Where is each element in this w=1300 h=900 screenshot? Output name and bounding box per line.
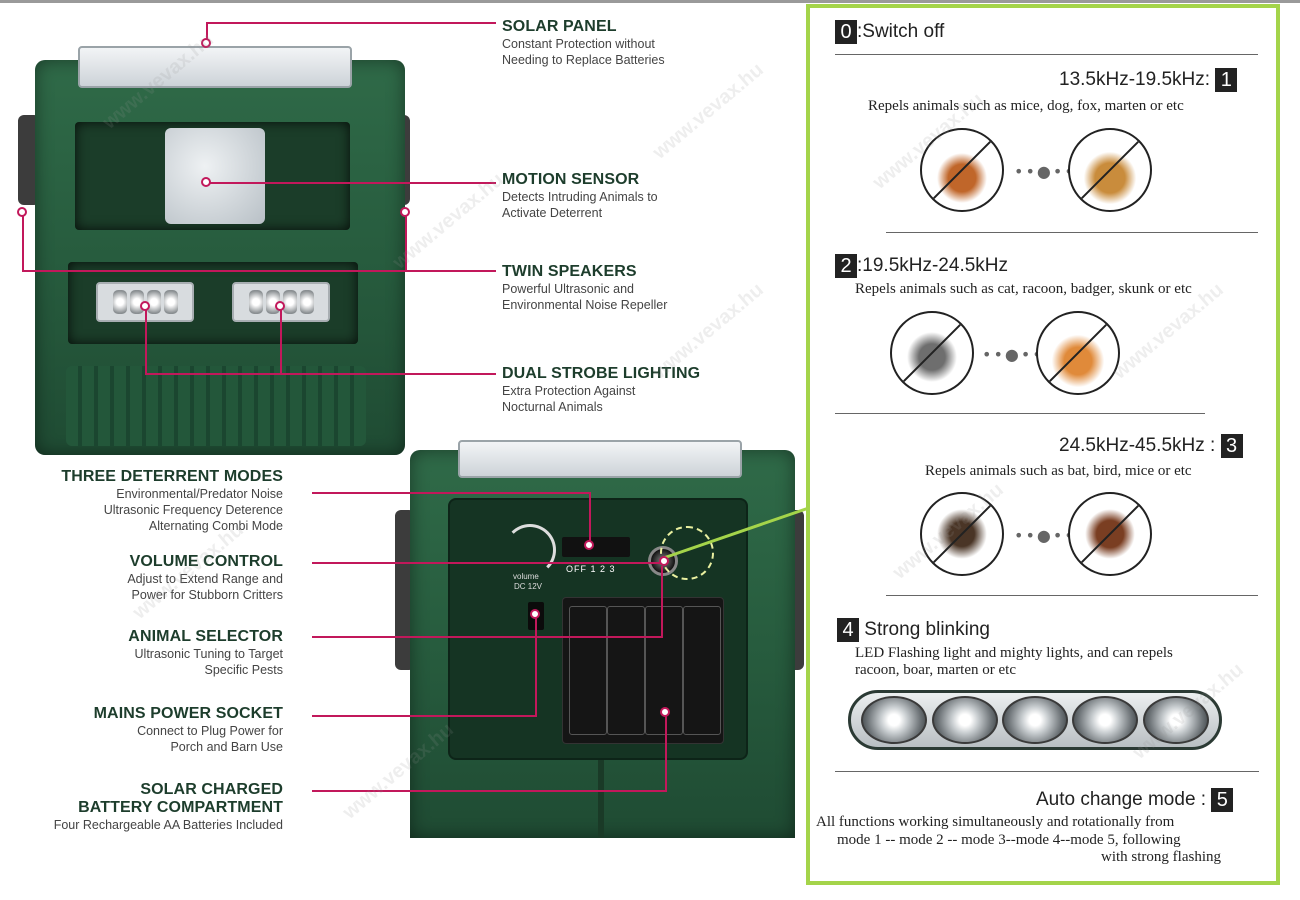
feature-desc: Alternating Combi Mode [148,519,283,533]
feature-desc: Ultrasonic Tuning to Target [134,647,283,661]
feature-twin-speakers: TWIN SPEAKERS Powerful Ultrasonic and En… [502,263,667,313]
feature-desc: Connect to Plug Power for [137,724,283,738]
feature-title: THREE DETERRENT MODES [61,468,283,485]
mode-title: 13.5kHz-19.5kHz: [1059,69,1211,91]
feature-title: TWIN SPEAKERS [502,263,637,280]
feature-desc: Needing to Replace Batteries [502,53,665,67]
feature-desc: Ultrasonic Frequency Deterence [103,503,283,517]
fox-icon [920,128,1004,212]
eagle-icon [920,492,1004,576]
top-border [0,0,1300,3]
feature-animal-selector: ANIMAL SELECTOR Ultrasonic Tuning to Tar… [10,628,283,678]
mode-desc: with strong flashing [1101,849,1221,865]
mode-3-row: 24.5kHz-45.5kHz : 3 [1059,434,1243,458]
solar-panel-2 [458,440,742,478]
divider [835,771,1259,772]
feature-solar-panel: SOLAR PANEL Constant Protection without … [502,18,665,68]
ellipsis: ••●•• [1014,162,1076,181]
solar-panel [78,46,352,88]
mode-0-row: 0:Switch off [835,20,944,44]
mode-title: :Switch off [857,21,945,43]
side-handle-left [18,115,40,205]
mode-desc: Repels animals such as mice, dog, fox, m… [868,98,1184,114]
feature-mains-socket: MAINS POWER SOCKET Connect to Plug Power… [10,705,283,755]
mode-1-row: 13.5kHz-19.5kHz: 1 [1059,68,1238,92]
mode-title: 24.5kHz-45.5kHz : [1059,435,1216,457]
feature-desc: Specific Pests [204,663,283,677]
feature-title: ANIMAL SELECTOR [128,628,283,645]
racoon-icon [890,311,974,395]
mode-number: 2 [835,254,857,278]
bat-icon [1068,492,1152,576]
divider [886,595,1258,596]
divider [835,413,1205,414]
panel-seam [598,760,604,838]
divider [886,232,1258,233]
feature-title: SOLAR PANEL [502,18,617,35]
volume-dial-arc[interactable] [504,524,556,576]
mode-desc: All functions working simultaneously and… [816,814,1175,830]
mode-number: 4 [837,618,859,642]
feature-desc: Nocturnal Animals [502,400,603,414]
feature-motion-sensor: MOTION SENSOR Detects Intruding Animals … [502,171,658,221]
feature-title: VOLUME CONTROL [129,553,283,570]
feature-volume-control: VOLUME CONTROL Adjust to Extend Range an… [10,553,283,603]
ellipsis: ••●•• [982,345,1044,364]
led-bulb [931,696,998,744]
divider [835,54,1258,55]
feature-title: DUAL STROBE LIGHTING [502,365,701,382]
dc-label: DC 12V [514,582,543,591]
feature-desc: Powerful Ultrasonic and [502,282,635,296]
mode-number: 5 [1211,788,1234,812]
feature-desc: Adjust to Extend Range and [127,572,283,586]
motion-sensor [165,128,265,224]
led-bulb [1072,696,1139,744]
mode-title: Auto change mode : [1036,789,1207,811]
feature-desc: Detects Intruding Animals to [502,190,658,204]
mode-number: 0 [835,20,857,44]
feature-title-2: BATTERY COMPARTMENT [78,799,283,816]
feature-desc: Power for Stubborn Critters [131,588,283,602]
feature-desc: Environmental Noise Repeller [502,298,668,312]
led-bulb [861,696,928,744]
volume-label: volume [513,572,539,581]
mode-desc: LED Flashing light and mighty lights, an… [855,645,1173,661]
device-ribs [66,366,366,446]
mode-number: 3 [1220,434,1243,458]
mode-desc: mode 1 -- mode 2 -- mode 3--mode 4--mode… [837,832,1181,848]
mode-2-row: 2:19.5kHz-24.5kHz [835,254,1008,278]
selector-scale [660,526,714,580]
mode-title: :19.5kHz-24.5kHz [857,255,1009,277]
mode-number: 1 [1215,68,1238,92]
watermark: www.vevax.hu [648,58,768,164]
mode-title: Strong blinking [864,619,990,641]
ellipsis: ••●•• [1014,526,1076,545]
feature-desc: Extra Protection Against [502,384,636,398]
mode-desc: Repels animals such as bat, bird, mice o… [925,463,1192,479]
led-bulb [1142,696,1209,744]
mode-desc: Repels animals such as cat, racoon, badg… [855,281,1192,297]
mode-5-row: Auto change mode : 5 [1036,788,1234,812]
dog-icon [1068,128,1152,212]
feature-desc: Constant Protection without [502,37,655,51]
feature-desc: Four Rechargeable AA Batteries Included [53,818,283,832]
feature-title: MOTION SENSOR [502,171,640,188]
feature-battery-compartment: SOLAR CHARGED BATTERY COMPARTMENT Four R… [0,781,283,833]
led-strobe-bar [848,690,1222,750]
mode-desc: racoon, boar, marten or etc [855,662,1016,678]
cat-icon [1036,311,1120,395]
mode-4-row: 4 Strong blinking [837,618,990,642]
feature-desc: Activate Deterrent [502,206,603,220]
feature-desc: Environmental/Predator Noise [116,487,283,501]
switch-labels: OFF 1 2 3 [566,564,616,574]
feature-title: MAINS POWER SOCKET [93,705,283,722]
feature-desc: Porch and Barn Use [170,740,283,754]
led-bulb [1001,696,1068,744]
feature-dual-strobe: DUAL STROBE LIGHTING Extra Protection Ag… [502,365,700,415]
battery-compartment[interactable] [562,597,724,744]
feature-three-modes: THREE DETERRENT MODES Environmental/Pred… [10,468,283,534]
feature-title: SOLAR CHARGED [140,781,283,798]
mode-switch[interactable] [562,537,630,557]
